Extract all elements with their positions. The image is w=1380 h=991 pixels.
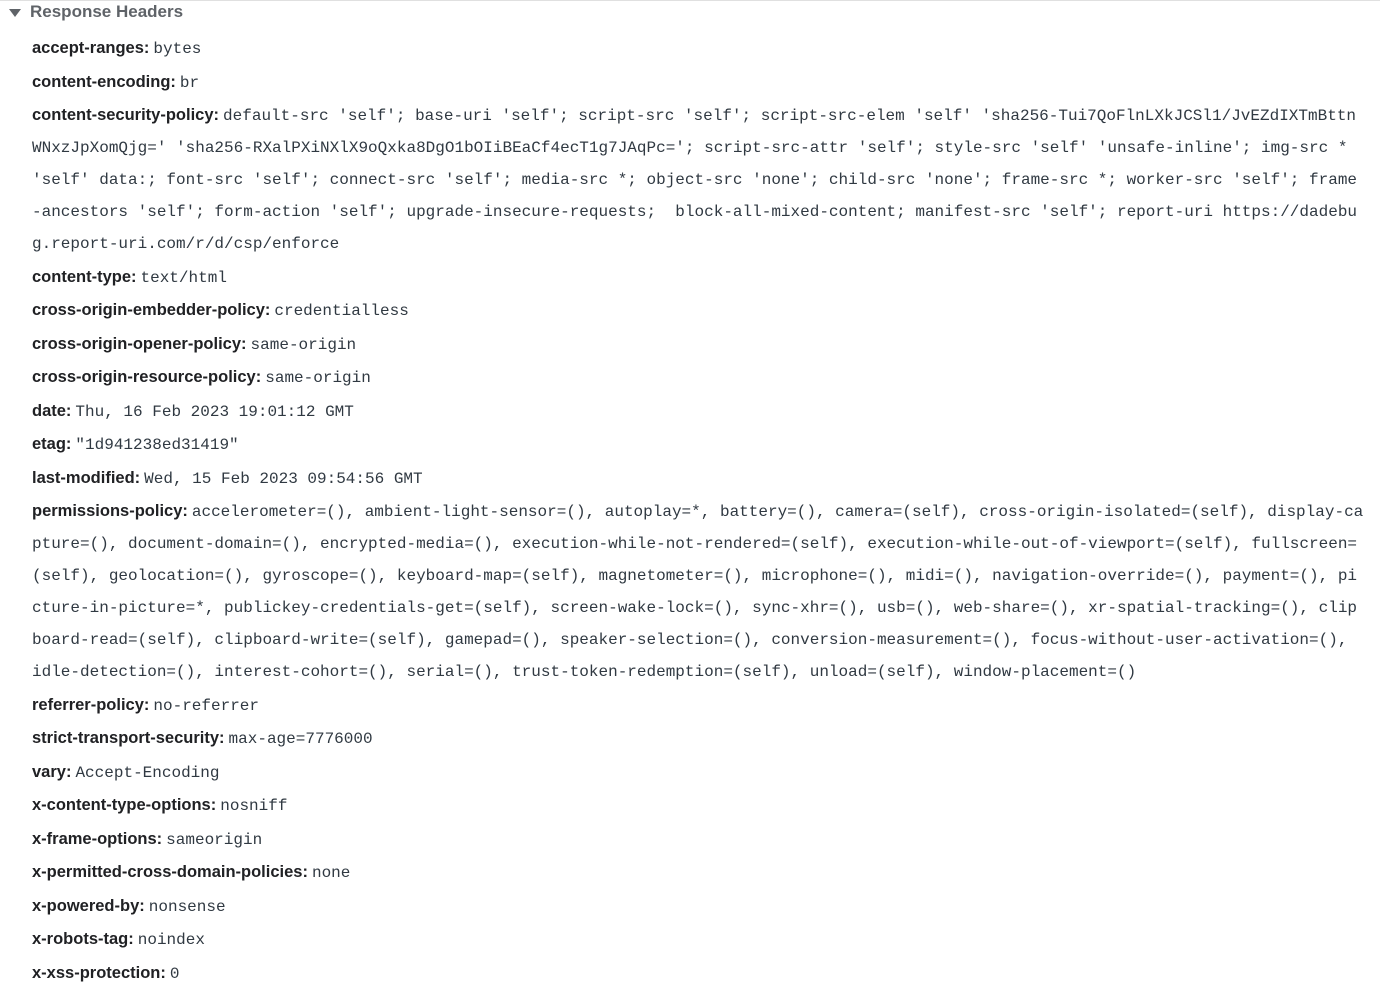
header-value: max-age=7776000 [228, 730, 373, 748]
header-row-content-encoding: content-encoding: br [32, 67, 1364, 99]
header-value: noindex [137, 931, 205, 949]
header-name: etag: [32, 435, 72, 453]
header-row-x-content-type-options: x-content-type-options: nosniff [32, 790, 1364, 822]
header-value: default-src 'self'; base-uri 'self'; scr… [32, 107, 1358, 253]
header-value: same-origin [265, 369, 371, 387]
response-headers-section-toggle[interactable]: Response Headers [0, 0, 183, 24]
triangle-down-icon[interactable] [9, 8, 21, 17]
header-name: content-security-policy: [32, 106, 220, 124]
header-row-etag: etag: "1d941238ed31419" [32, 429, 1364, 461]
header-row-x-powered-by: x-powered-by: nonsense [32, 891, 1364, 923]
header-name: strict-transport-security: [32, 729, 225, 747]
header-name: x-powered-by: [32, 896, 145, 915]
header-value: Wed, 15 Feb 2023 09:54:56 GMT [144, 469, 423, 488]
header-name: x-robots-tag: [32, 930, 134, 948]
header-value: Thu, 16 Feb 2023 19:01:12 GMT [75, 402, 354, 421]
header-value: none [311, 864, 351, 882]
header-row-cross-origin-opener-policy: cross-origin-opener-policy: same-origin [32, 329, 1364, 361]
header-row-x-xss-protection: x-xss-protection: 0 [32, 958, 1364, 990]
header-name: cross-origin-resource-policy: [32, 368, 262, 386]
headers-list: accept-ranges: bytes content-encoding: b… [32, 33, 1364, 991]
header-name: content-type: [32, 267, 137, 286]
header-row-content-type: content-type: text/html [32, 262, 1364, 294]
header-row-permissions-policy: permissions-policy: accelerometer=(), am… [32, 496, 1364, 688]
header-value: br [179, 73, 200, 92]
header-row-x-permitted-cross-domain-policies: x-permitted-cross-domain-policies: none [32, 857, 1364, 889]
header-value: "1d941238ed31419" [75, 436, 239, 454]
header-name: x-frame-options: [32, 829, 163, 848]
header-value: credentialless [274, 302, 409, 320]
header-name: accept-ranges: [32, 39, 150, 57]
header-name: x-permitted-cross-domain-policies: [32, 863, 308, 881]
header-row-referrer-policy: referrer-policy: no-referrer [32, 690, 1364, 722]
header-name: content-encoding: [32, 72, 176, 91]
header-value: accelerometer=(), ambient-light-sensor=(… [32, 503, 1364, 681]
header-name: referrer-policy: [32, 695, 150, 714]
header-row-strict-transport-security: strict-transport-security: max-age=77760… [32, 723, 1364, 755]
top-divider [0, 0, 1380, 1]
header-row-date: date: Thu, 16 Feb 2023 19:01:12 GMT [32, 396, 1364, 428]
header-value: 0 [169, 964, 180, 983]
header-name: x-xss-protection: [32, 963, 166, 982]
header-name: permissions-policy: [32, 502, 188, 520]
header-value: text/html [140, 268, 227, 287]
header-row-x-robots-tag: x-robots-tag: noindex [32, 924, 1364, 956]
header-name: date: [32, 401, 72, 420]
header-value: no-referrer [153, 696, 260, 715]
header-row-x-frame-options: x-frame-options: sameorigin [32, 824, 1364, 856]
header-name: vary: [32, 762, 72, 781]
header-value: nosniff [220, 797, 288, 815]
header-row-vary: vary: Accept-Encoding [32, 757, 1364, 789]
header-row-accept-ranges: accept-ranges: bytes [32, 33, 1364, 65]
header-name: x-content-type-options: [32, 796, 217, 814]
header-name: cross-origin-opener-policy: [32, 334, 247, 353]
header-row-last-modified: last-modified: Wed, 15 Feb 2023 09:54:56… [32, 463, 1364, 495]
header-row-cross-origin-resource-policy: cross-origin-resource-policy: same-origi… [32, 362, 1364, 394]
header-name: last-modified: [32, 468, 141, 487]
section-title: Response Headers [30, 2, 184, 21]
header-row-cross-origin-embedder-policy: cross-origin-embedder-policy: credential… [32, 295, 1364, 327]
header-value: nonsense [148, 897, 226, 916]
header-value: Accept-Encoding [75, 763, 220, 782]
header-row-content-security-policy: content-security-policy: default-src 'se… [32, 100, 1364, 260]
header-name: cross-origin-embedder-policy: [32, 301, 271, 319]
header-value: bytes [153, 40, 202, 58]
header-value: same-origin [250, 335, 357, 354]
header-value: sameorigin [166, 830, 263, 849]
